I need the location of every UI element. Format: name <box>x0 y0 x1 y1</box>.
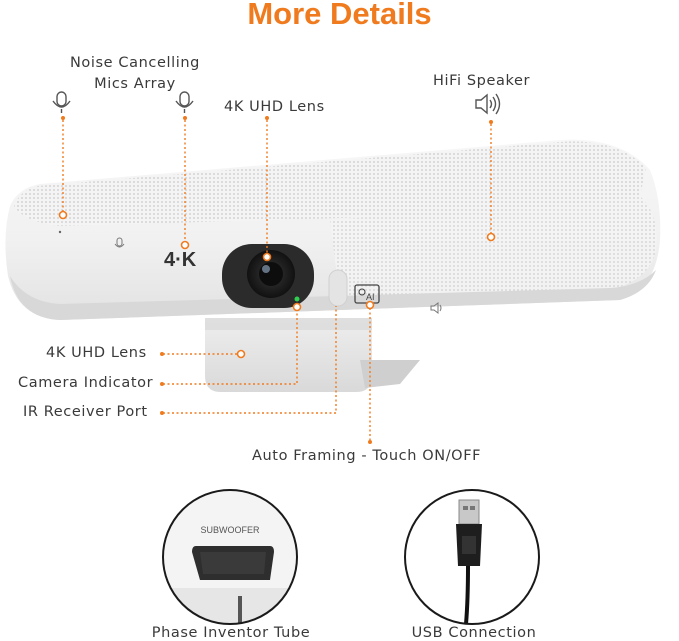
caption-subwoofer: Phase Inventor Tube <box>151 625 311 641</box>
ir-receiver <box>328 269 348 307</box>
camera-indicator-light <box>294 296 300 302</box>
microphone-icon <box>175 91 194 113</box>
page-title: More Details <box>247 0 432 31</box>
subwoofer-label: SUBWOOFER <box>200 525 260 535</box>
ai-button-label: AI <box>366 292 375 302</box>
microphone-icon <box>52 91 71 113</box>
callout-dots <box>58 210 496 359</box>
usb-inset <box>404 489 540 625</box>
label-speaker: HiFi Speaker <box>433 73 531 89</box>
callout-lines <box>62 120 492 440</box>
subwoofer-inset: SUBWOOFER <box>162 489 298 625</box>
microphone-icon <box>114 237 125 248</box>
label-ir-port: IR Receiver Port <box>23 404 148 420</box>
speaker-icon <box>475 93 501 115</box>
label-auto-framing: Auto Framing - Touch ON/OFF <box>252 448 482 464</box>
label-camera-indicator: Camera Indicator <box>18 375 154 391</box>
camera-body <box>5 139 661 320</box>
label-mics-line2: Mics Array <box>94 76 176 92</box>
label-lens-top: 4K UHD Lens <box>224 99 325 115</box>
label-mics-line1: Noise Cancelling <box>69 55 200 71</box>
label-mics: Noise Cancelling Mics Array <box>60 53 210 95</box>
camera-stand <box>205 318 420 392</box>
speaker-icon <box>430 302 442 314</box>
callout-endpoints <box>61 116 493 444</box>
caption-usb: USB Connection <box>411 625 537 641</box>
badge-4k: 4·K <box>164 249 197 271</box>
lens-housing <box>222 244 314 308</box>
label-lens-left: 4K UHD Lens <box>46 345 147 361</box>
